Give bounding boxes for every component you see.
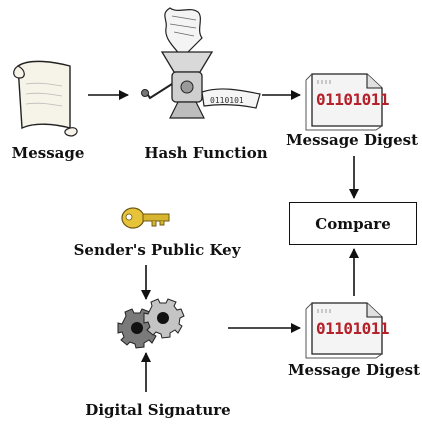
label-message-digest-bottom: Message Digest	[287, 361, 421, 379]
label-digital-signature: Digital Signature	[85, 401, 231, 419]
label-hash-function: Hash Function	[144, 144, 268, 162]
label-message-digest-top: Message Digest	[285, 131, 419, 149]
flow-arrows	[88, 90, 359, 392]
digest-bits-top: 01101011	[316, 90, 390, 109]
label-message: Message	[11, 144, 85, 162]
meat-grinder-icon: 0110101	[141, 7, 261, 119]
svg-text:0110101: 0110101	[210, 96, 244, 105]
digest-document-icon	[305, 302, 383, 359]
scroll-icon	[13, 60, 78, 137]
digest-bits-bottom: 01101011	[316, 319, 390, 338]
gears-icon	[117, 298, 185, 349]
label-senders-public-key: Sender's Public Key	[73, 241, 241, 259]
digest-document-icon	[305, 73, 383, 131]
compare-box: Compare	[289, 202, 417, 245]
key-icon	[121, 207, 170, 229]
